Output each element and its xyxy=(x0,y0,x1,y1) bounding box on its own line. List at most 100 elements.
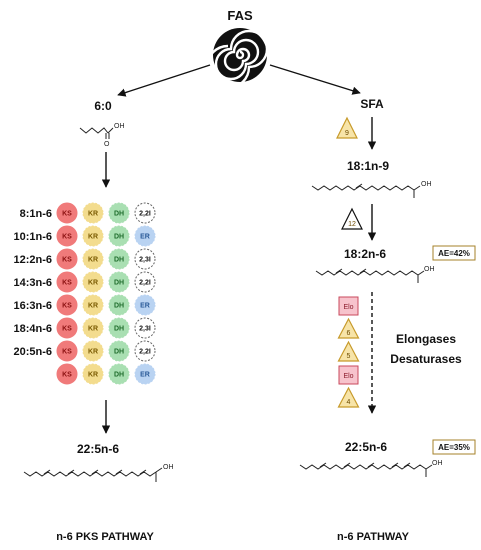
svg-text:DH: DH xyxy=(114,303,124,310)
desaturases-caption: Desaturases xyxy=(390,352,462,366)
pks-row: 10:1n-6 KS KR DH ER xyxy=(13,225,156,247)
desaturase-triangle: 6 xyxy=(337,317,360,339)
svg-text:DH: DH xyxy=(114,372,124,379)
svg-text:ER: ER xyxy=(140,234,150,241)
svg-text:5: 5 xyxy=(347,353,351,360)
arrow-fas-to-6-0 xyxy=(117,64,211,97)
svg-text:KS: KS xyxy=(62,280,72,287)
pks-row: 16:3n-6 KS KR DH ER xyxy=(13,294,156,316)
domain-ks: KS xyxy=(56,294,78,316)
domain-dh: DH xyxy=(108,248,130,270)
elongases-caption: Elongases xyxy=(396,332,456,346)
desaturase-triangle: 5 xyxy=(337,340,360,362)
domain-kr: KR xyxy=(82,294,104,316)
ae-badge-2: AE=35% xyxy=(432,439,476,455)
domain-ks: KS xyxy=(56,225,78,247)
right-product-structure xyxy=(299,462,433,477)
svg-text:KR: KR xyxy=(88,234,98,241)
domain-dh: DH xyxy=(108,271,130,293)
svg-text:KR: KR xyxy=(88,326,98,333)
pks-row-label: 10:1n-6 xyxy=(13,231,52,243)
domain-ks: KS xyxy=(56,317,78,339)
domain-kr: KR xyxy=(82,340,104,362)
domain-dh: DH xyxy=(108,225,130,247)
svg-text:ER: ER xyxy=(140,303,150,310)
pks-row-label: 20:5n-6 xyxy=(13,346,52,358)
domain-isomerase: 2,2I xyxy=(134,340,156,362)
arrow-fas-to-sfa xyxy=(269,64,361,95)
svg-text:KS: KS xyxy=(62,326,72,333)
elongase-box: Elo xyxy=(338,296,359,316)
acid-o-label: O xyxy=(104,141,110,148)
left-product-label: 22:5n-6 xyxy=(77,442,119,456)
svg-text:DH: DH xyxy=(114,349,124,356)
svg-text:DH: DH xyxy=(114,280,124,287)
domain-kr: KR xyxy=(82,225,104,247)
label-sfa: SFA xyxy=(360,97,384,111)
svg-text:Elo: Elo xyxy=(343,304,353,311)
svg-text:KR: KR xyxy=(88,280,98,287)
domain-dh: DH xyxy=(108,340,130,362)
svg-text:KR: KR xyxy=(88,211,98,218)
svg-text:KS: KS xyxy=(62,372,72,379)
domain-kr: KR xyxy=(82,317,104,339)
domain-isomerase: 2,3I xyxy=(134,317,156,339)
svg-text:DH: DH xyxy=(114,211,124,218)
svg-text:KS: KS xyxy=(62,303,72,310)
domain-isomerase: 2,3I xyxy=(134,248,156,270)
delta12-desaturase-triangle: 12 xyxy=(341,207,363,230)
oleic-label: 18:1n-9 xyxy=(347,159,389,173)
svg-text:2,2I: 2,2I xyxy=(139,349,151,356)
spiral-icon xyxy=(205,28,269,90)
pks-row: 18:4n-6 KS KR DH 2,3I xyxy=(13,317,156,339)
pks-row-label: 16:3n-6 xyxy=(13,300,52,312)
svg-text:KR: KR xyxy=(88,257,98,264)
svg-text:KS: KS xyxy=(62,234,72,241)
oleic-acid-structure xyxy=(311,183,421,198)
svg-text:2,2I: 2,2I xyxy=(139,211,151,218)
svg-text:6: 6 xyxy=(347,330,351,337)
domain-er: ER xyxy=(134,294,156,316)
domain-ks: KS xyxy=(56,271,78,293)
svg-text:2,3I: 2,3I xyxy=(139,326,151,333)
svg-text:KR: KR xyxy=(88,372,98,379)
right-product-label: 22:5n-6 xyxy=(345,440,387,454)
domain-kr: KR xyxy=(82,271,104,293)
svg-text:DH: DH xyxy=(114,257,124,264)
svg-text:KS: KS xyxy=(62,211,72,218)
right-footer: n-6 PATHWAY xyxy=(337,531,410,543)
svg-text:AE=42%: AE=42% xyxy=(438,249,470,258)
pks-row-label: 18:4n-6 xyxy=(13,323,52,335)
right-product-oh: OH xyxy=(432,460,443,467)
domain-dh: DH xyxy=(108,317,130,339)
desaturase-triangle: 4 xyxy=(337,386,360,408)
label-6-0: 6:0 xyxy=(94,99,112,113)
domain-ks: KS xyxy=(56,340,78,362)
left-product-oh: OH xyxy=(163,464,174,471)
domain-dh: DH xyxy=(108,202,130,224)
domain-kr: KR xyxy=(82,363,104,385)
domain-kr: KR xyxy=(82,202,104,224)
domain-er: ER xyxy=(134,225,156,247)
pks-row-label: 8:1n-6 xyxy=(20,208,52,220)
delta9-desaturase-triangle: 9 xyxy=(336,116,358,139)
domain-isomerase: 2,2I xyxy=(134,271,156,293)
pks-row-label: 12:2n-6 xyxy=(13,254,52,266)
svg-text:DH: DH xyxy=(114,326,124,333)
pks-row: 8:1n-6 KS KR DH 2,2I xyxy=(20,202,156,224)
pks-row: 14:3n-6 KS KR DH 2,2I xyxy=(13,271,156,293)
pks-row: 20:5n-6 KS KR DH 2,2I xyxy=(13,340,156,362)
domain-dh: DH xyxy=(108,294,130,316)
fas-title: FAS xyxy=(227,8,253,23)
pks-row-label: 14:3n-6 xyxy=(13,277,52,289)
domain-kr: KR xyxy=(82,248,104,270)
svg-text:DH: DH xyxy=(114,234,124,241)
svg-text:2,2I: 2,2I xyxy=(139,280,151,287)
svg-text:12: 12 xyxy=(348,221,356,228)
svg-text:KR: KR xyxy=(88,349,98,356)
